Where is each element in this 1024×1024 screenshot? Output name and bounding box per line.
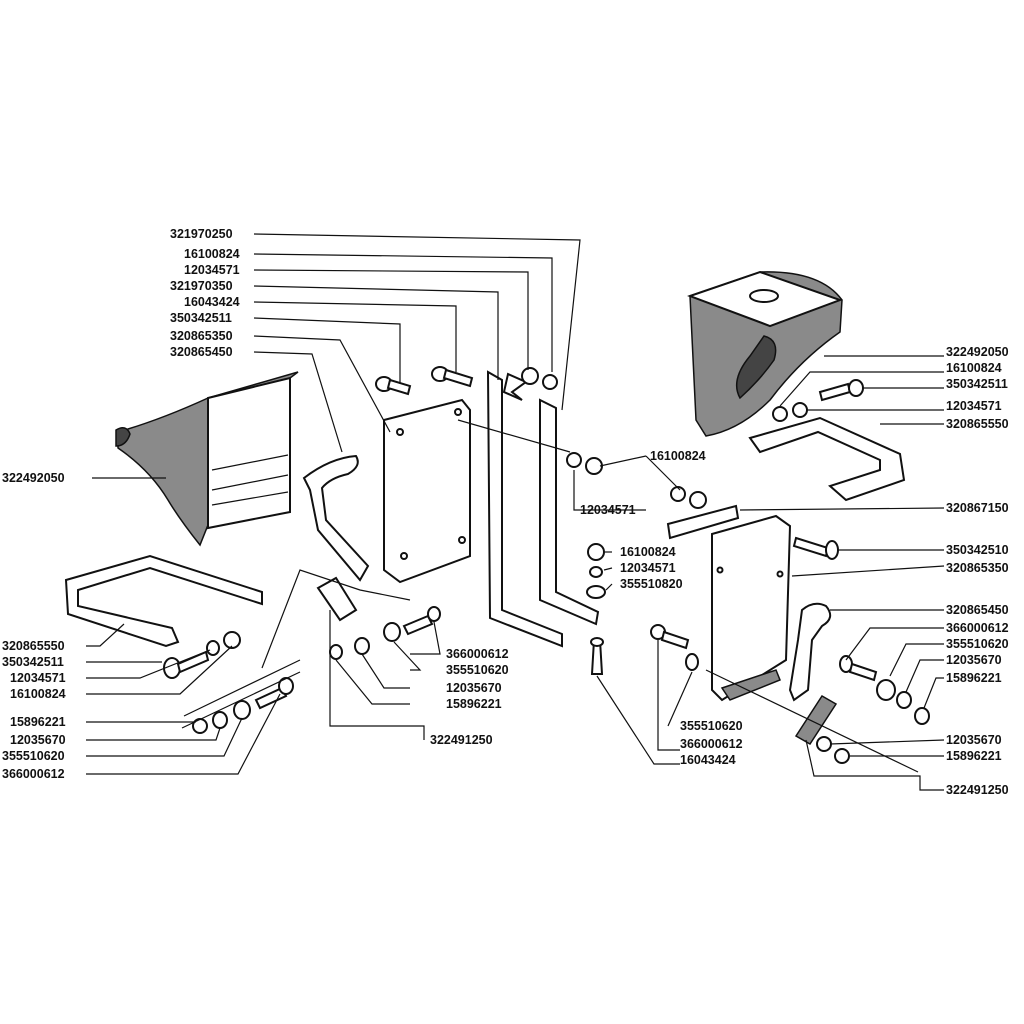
label-321970350: 321970350 bbox=[170, 279, 233, 293]
left-u-bracket bbox=[64, 554, 263, 648]
label-366000612-a: 366000612 bbox=[2, 767, 65, 781]
label-12034571-d: 12034571 bbox=[620, 561, 676, 575]
center-right-bracket bbox=[539, 398, 600, 626]
label-366000612-d: 366000612 bbox=[946, 621, 1009, 635]
left-mudguard bbox=[115, 371, 299, 547]
label-16043424-b: 16043424 bbox=[680, 753, 736, 767]
center-left-bracket bbox=[486, 370, 563, 648]
left-bolt-group-b bbox=[192, 677, 294, 734]
right-u-bracket bbox=[748, 416, 906, 502]
center-panel bbox=[383, 398, 471, 584]
left-strap bbox=[302, 454, 370, 582]
part-labels: 321970250 16100824 12034571 321970350 16… bbox=[2, 227, 1009, 797]
center-top-bolts bbox=[375, 366, 474, 396]
left-break-line bbox=[181, 659, 301, 729]
label-12034571-c: 12034571 bbox=[580, 503, 636, 517]
label-350342511-c: 350342511 bbox=[946, 377, 1008, 391]
center-nuts bbox=[521, 367, 707, 675]
right-mudguard bbox=[687, 270, 843, 437]
label-16043424-a: 16043424 bbox=[184, 295, 240, 309]
label-16100824-c: 16100824 bbox=[650, 449, 706, 463]
label-350342511-a: 350342511 bbox=[170, 311, 232, 325]
left-bolt-group-a bbox=[163, 631, 241, 679]
label-16100824-e: 16100824 bbox=[946, 361, 1002, 375]
label-322492050-a: 322492050 bbox=[2, 471, 65, 485]
label-12035670-c: 12035670 bbox=[946, 653, 1002, 667]
leader-lines bbox=[86, 233, 945, 791]
label-12034571-a: 12034571 bbox=[184, 263, 240, 277]
label-321970250: 321970250 bbox=[170, 227, 233, 241]
right-top-bolts bbox=[772, 379, 864, 422]
label-16100824-a: 16100824 bbox=[184, 247, 240, 261]
label-355510620-d: 355510620 bbox=[946, 637, 1009, 651]
label-320865450-a: 320865450 bbox=[170, 345, 233, 359]
label-15896221-b: 15896221 bbox=[446, 697, 502, 711]
label-322491250-b: 322491250 bbox=[946, 783, 1009, 797]
label-320865550-a: 320865550 bbox=[2, 639, 65, 653]
label-355510620-c: 355510620 bbox=[680, 719, 743, 733]
right-break-line bbox=[705, 669, 919, 773]
label-12034571-e: 12034571 bbox=[946, 399, 1002, 413]
label-366000612-b: 366000612 bbox=[446, 647, 509, 661]
left-clamp-plate bbox=[316, 576, 441, 660]
label-366000612-c: 366000612 bbox=[680, 737, 743, 751]
label-16100824-b: 16100824 bbox=[10, 687, 66, 701]
right-strap bbox=[788, 602, 832, 702]
label-320865450-b: 320865450 bbox=[946, 603, 1009, 617]
label-12034571-b: 12034571 bbox=[10, 671, 66, 685]
label-350342510: 350342510 bbox=[946, 543, 1009, 557]
label-15896221-c: 15896221 bbox=[946, 671, 1002, 685]
label-320865350-b: 320865350 bbox=[946, 561, 1009, 575]
label-12035670-a: 12035670 bbox=[10, 733, 66, 747]
left-arm-line bbox=[261, 569, 411, 669]
right-panel bbox=[711, 514, 792, 702]
alignment-line bbox=[457, 419, 571, 453]
right-lower-bolts bbox=[650, 624, 930, 764]
label-322491250-a: 322491250 bbox=[430, 733, 493, 747]
label-320867150: 320867150 bbox=[946, 501, 1009, 515]
label-320865550-b: 320865550 bbox=[946, 417, 1009, 431]
right-link-plate bbox=[666, 504, 740, 540]
label-16100824-d: 16100824 bbox=[620, 545, 676, 559]
label-320865350-a: 320865350 bbox=[170, 329, 233, 343]
label-322492050-b: 322492050 bbox=[946, 345, 1009, 359]
label-12035670-b: 12035670 bbox=[446, 681, 502, 695]
label-12035670-d: 12035670 bbox=[946, 733, 1002, 747]
right-clamp-plate bbox=[794, 694, 838, 746]
label-15896221-d: 15896221 bbox=[946, 749, 1002, 763]
label-355510620-b: 355510620 bbox=[446, 663, 509, 677]
label-355510820: 355510820 bbox=[620, 577, 683, 591]
label-350342511-b: 350342511 bbox=[2, 655, 64, 669]
right-panel-bolt bbox=[792, 536, 839, 560]
label-355510620-a: 355510620 bbox=[2, 749, 65, 763]
label-15896221-a: 15896221 bbox=[10, 715, 66, 729]
